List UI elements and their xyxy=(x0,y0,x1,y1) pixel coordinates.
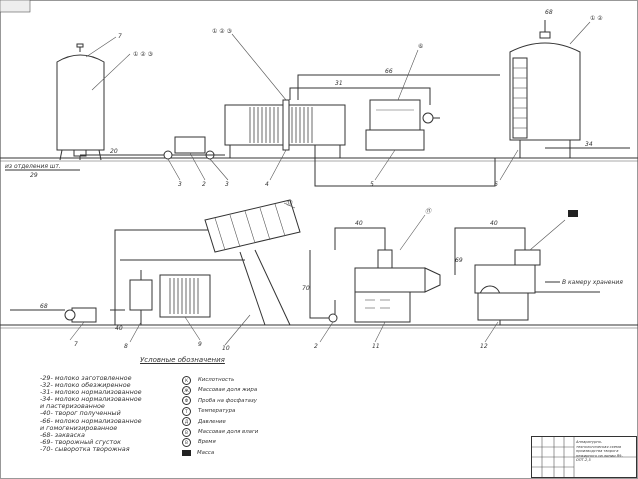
svg-text:70: 70 xyxy=(302,285,310,292)
legend-line: -40- творог полученный xyxy=(40,409,121,418)
pipe-66 xyxy=(297,74,500,100)
cooler-circle: ⑪ xyxy=(425,207,432,215)
symbol-text: Массовая доля влаги xyxy=(198,428,259,435)
symbol-mark: Т xyxy=(182,406,191,416)
homogenizer xyxy=(365,49,440,181)
symbol-row: Масса xyxy=(182,448,342,458)
legend-line: и гомогенизированное xyxy=(40,423,118,432)
symbol-legend: К Кислотность Ж Массовая доля жира Ф Проба … xyxy=(182,375,342,458)
pipe-to-tank6 xyxy=(314,145,496,187)
legend-line: -29- молоко заготовленное xyxy=(40,374,132,382)
svg-text:40: 40 xyxy=(355,220,363,227)
tank1-circles: ① ② ③ xyxy=(133,51,153,58)
pump-3a xyxy=(163,150,173,160)
svg-text:4: 4 xyxy=(265,181,269,188)
symbol-row: В Массовая доля влаги xyxy=(182,427,342,437)
symbol-mark: Д xyxy=(182,417,191,427)
buffer-tank xyxy=(174,136,206,154)
svg-text:69: 69 xyxy=(455,257,463,264)
tank1-pos-label: 7 xyxy=(118,33,122,40)
svg-text:40: 40 xyxy=(490,220,498,227)
svg-text:10: 10 xyxy=(222,345,230,352)
pump-7 xyxy=(71,307,97,323)
mass-marker xyxy=(568,210,578,217)
svg-text:68: 68 xyxy=(545,9,553,16)
title-block: Аппаратурно-технологическая схема произв… xyxy=(531,436,637,478)
pump-2b xyxy=(328,313,338,323)
packing-machine xyxy=(474,219,600,343)
legend-line: -70- сыворотка творожная xyxy=(40,444,130,453)
corner-box xyxy=(0,0,31,13)
legend-title: Условные обозначения xyxy=(140,356,225,364)
svg-text:5: 5 xyxy=(370,181,374,188)
legend-line: и пастеризованное xyxy=(40,402,105,411)
svg-text:11: 11 xyxy=(372,343,380,350)
legend-line: -31- молоко нормализованное xyxy=(40,388,142,397)
svg-text:31: 31 xyxy=(335,80,343,87)
svg-text:9: 9 xyxy=(198,341,202,348)
symbol-row: Ж Массовая доля жира xyxy=(182,385,342,396)
symbol-mark: В xyxy=(182,427,191,437)
symbol-mark: Ф xyxy=(182,396,191,406)
svg-text:7: 7 xyxy=(74,341,78,348)
drum-separator xyxy=(204,199,301,346)
symbol-mark: Ж xyxy=(182,386,191,396)
symbol-mark: В xyxy=(182,438,191,448)
symbol-text: Кислотность xyxy=(198,377,235,383)
source-line-label: из отделения шт. xyxy=(5,163,61,170)
legend-line: -69- творожный сгусток xyxy=(40,437,121,446)
legend-line: -34- молоко нормализованное xyxy=(40,395,142,404)
symbol-row: Ф Проба на фосфатазу xyxy=(182,396,342,406)
title-block-grid xyxy=(532,437,636,477)
svg-text:2: 2 xyxy=(202,181,206,188)
symbol-row: Т Температура xyxy=(182,406,342,416)
symbol-text: Температура xyxy=(198,408,236,415)
legend-line: -32- молоко обезжиренное xyxy=(40,381,131,390)
symbol-row: В Время xyxy=(182,437,342,448)
title-block-caption: Аппаратурно-технологическая схема произв… xyxy=(576,440,623,462)
plate-pasteurizer xyxy=(224,33,346,181)
storage-tank-1 xyxy=(56,36,131,161)
symbol-text: Масса xyxy=(197,449,215,456)
pipe-31 xyxy=(289,87,431,105)
legend-lines: -29- молоко заготовленное -32- молоко об… xyxy=(40,374,200,453)
svg-text:3: 3 xyxy=(225,181,229,188)
symbol-text: Время xyxy=(198,439,216,446)
svg-text:⑥: ⑥ xyxy=(418,43,423,50)
svg-text:20: 20 xyxy=(110,148,118,155)
svg-text:2: 2 xyxy=(314,343,318,350)
plate-heater-9 xyxy=(159,274,211,341)
symbol-row: Д Давление xyxy=(182,417,342,427)
pasteurizer-circles: ① ② ③ xyxy=(212,28,232,35)
svg-text:12: 12 xyxy=(480,343,488,350)
svg-text:6: 6 xyxy=(494,181,498,188)
symbol-row: К Кислотность xyxy=(182,375,342,385)
drum-circle: ⑬ xyxy=(286,199,293,207)
curd-cooler xyxy=(354,214,441,343)
svg-text:68: 68 xyxy=(40,303,48,310)
symbol-mark: К xyxy=(182,375,191,385)
to-storage-label: В камеру хранения xyxy=(562,279,623,286)
svg-text:8: 8 xyxy=(124,343,128,350)
legend-line: -66- молоко нормализованное xyxy=(40,416,142,425)
tank6-circles: ① ② xyxy=(590,15,603,22)
svg-text:3: 3 xyxy=(178,181,182,188)
maturation-tank xyxy=(499,20,591,181)
source-pos: 29 xyxy=(30,172,38,179)
curd-tank xyxy=(129,270,153,343)
mass-square-icon xyxy=(182,449,191,456)
svg-text:66: 66 xyxy=(385,68,393,75)
symbol-text: Массовая доля жира xyxy=(198,387,258,394)
symbol-text: Давление xyxy=(198,418,226,425)
svg-text:40: 40 xyxy=(115,325,123,332)
svg-text:34: 34 xyxy=(585,141,593,148)
legend-line: -68- закваска xyxy=(40,430,85,439)
symbol-text: Проба на фосфатазу xyxy=(198,397,257,404)
